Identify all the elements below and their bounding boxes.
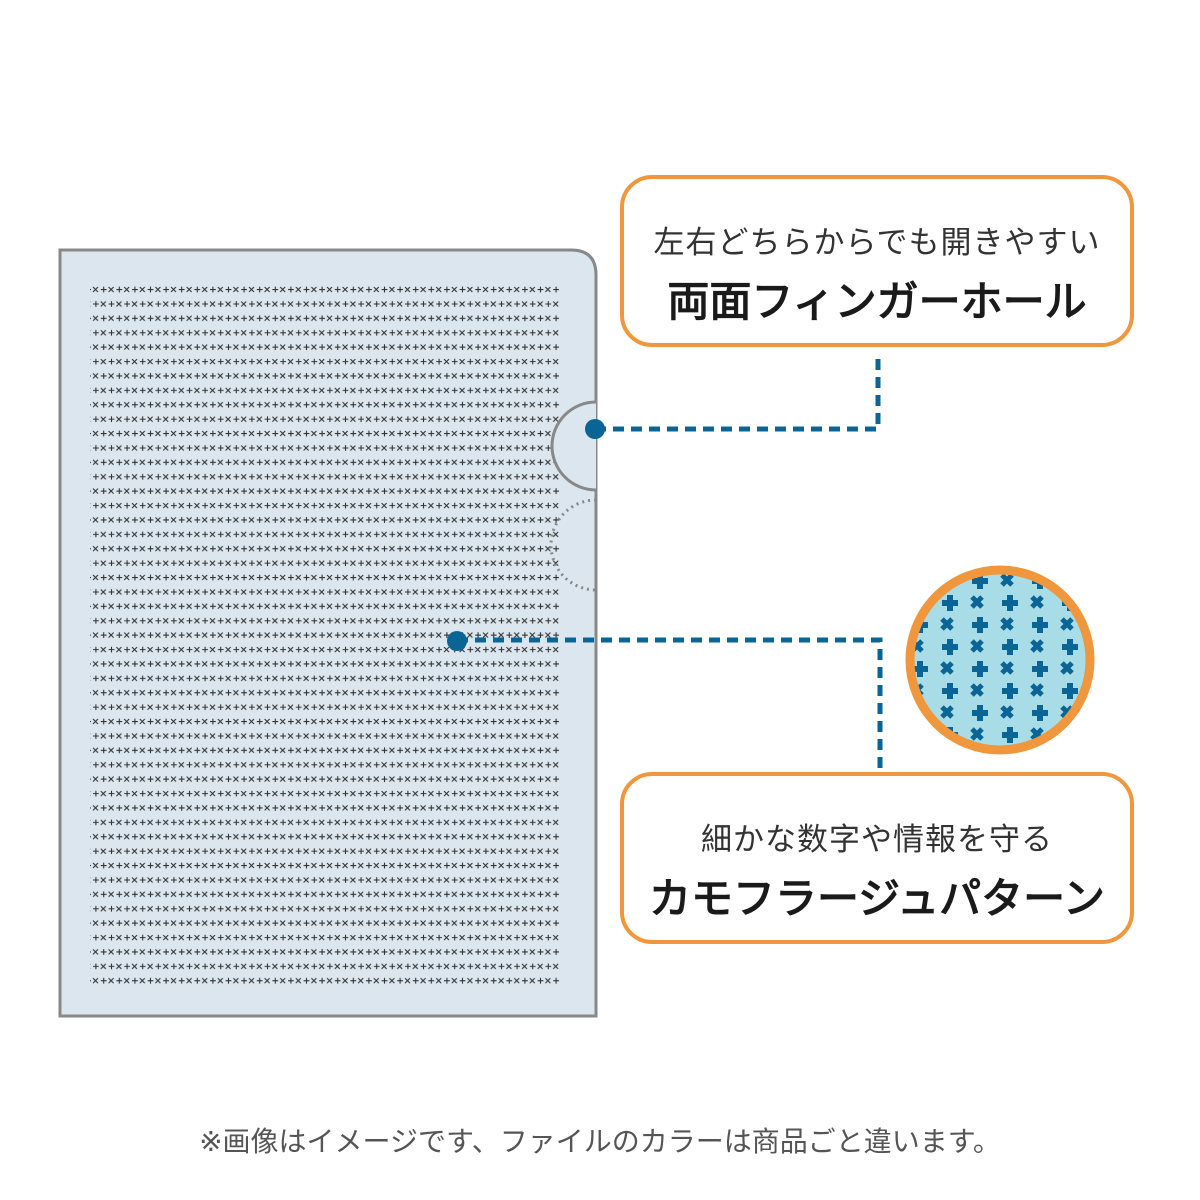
leader-lines (457, 352, 883, 770)
callout-title: 両面フィンガーホール (667, 277, 1087, 326)
camouflage-pattern-magnifier (905, 565, 1095, 755)
leader-dot-finger-hole (585, 419, 605, 439)
finger-hole-back (549, 498, 597, 592)
callout-subtitle: 左右どちらからでも開きやすい (653, 225, 1101, 261)
clear-file-illustration (58, 248, 598, 1018)
finger-hole-front (550, 400, 597, 492)
callout-title: カモフラージュパターン (648, 874, 1106, 923)
camouflage-pattern (90, 286, 560, 988)
leader-dot-pattern (447, 631, 467, 651)
callout-finger-hole: 左右どちらからでも開きやすい 両面フィンガーホール (620, 175, 1134, 347)
disclaimer-note: ※画像はイメージです、ファイルのカラーは商品ごと違います。 (199, 1125, 1001, 1158)
callout-camouflage: 細かな数字や情報を守る カモフラージュパターン (620, 772, 1134, 944)
callout-subtitle: 細かな数字や情報を守る (701, 822, 1053, 858)
